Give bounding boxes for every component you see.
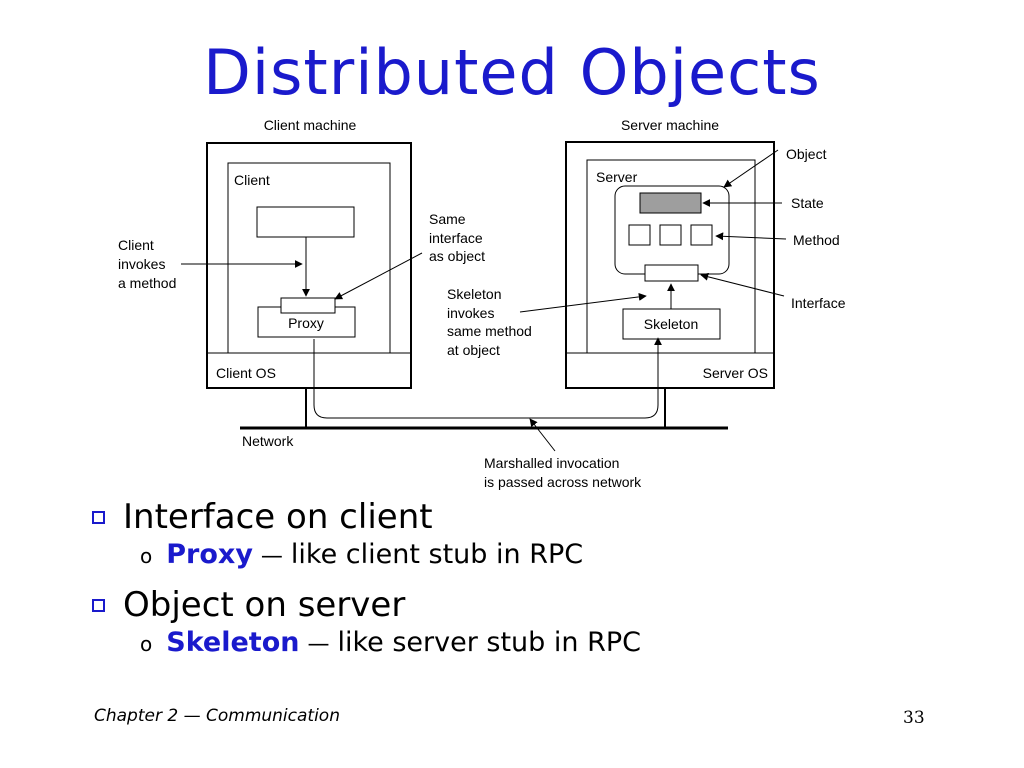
client-invokes-line-2: invokes xyxy=(118,256,165,272)
client-invokes-line-3: a method xyxy=(118,275,176,291)
bullet-list: Interface on client o Proxy — like clien… xyxy=(92,495,641,671)
skeleton-invokes-line-4: at object xyxy=(447,342,500,358)
marshalled-line-2: is passed across network xyxy=(484,474,642,490)
em-dash: — xyxy=(307,632,330,657)
client-code-box xyxy=(256,206,355,238)
state-box xyxy=(639,192,702,214)
em-dash: — xyxy=(260,544,283,569)
interface-callout-arrow xyxy=(700,272,785,297)
network-label: Network xyxy=(242,433,294,449)
client-label: Client xyxy=(234,172,270,188)
skeleton-term: Skeleton xyxy=(166,627,300,658)
object-interface-box xyxy=(644,264,699,282)
client-machine-label: Client machine xyxy=(264,117,357,133)
square-bullet-icon xyxy=(92,598,105,612)
proxy-label: Proxy xyxy=(288,315,324,331)
circle-bullet-icon: o xyxy=(140,544,153,568)
object-callout-label: Object xyxy=(786,146,827,162)
invocation-path-arrow xyxy=(313,337,662,419)
skeleton-invokes-line-2: invokes xyxy=(447,305,494,321)
footer-chapter: Chapter 2 — Communication xyxy=(94,706,340,726)
same-interface-line-3: as object xyxy=(429,248,485,264)
bullet-object-on-server: Object on server xyxy=(92,583,641,627)
sub-bullet-skeleton: o Skeleton — like server stub in RPC xyxy=(140,627,641,671)
bullet-text: Interface on client xyxy=(123,497,433,537)
server-machine-box xyxy=(565,141,775,389)
page-number: 33 xyxy=(903,708,925,728)
marshalled-line-1: Marshalled invocation xyxy=(484,455,619,471)
skeleton-invokes-line-3: same method xyxy=(447,323,532,339)
slide-title: Distributed Objects xyxy=(203,36,821,109)
method-box-3 xyxy=(690,224,713,246)
same-interface-line-2: interface xyxy=(429,230,483,246)
client-os-label: Client OS xyxy=(216,365,276,381)
skeleton-invokes-line-1: Skeleton xyxy=(447,286,501,302)
method-callout-arrow xyxy=(715,232,787,241)
circle-bullet-icon: o xyxy=(140,632,153,656)
sub-bullet-proxy: o Proxy — like client stub in RPC xyxy=(140,539,641,583)
distributed-objects-diagram: Client machine Client Proxy Client OS Se… xyxy=(118,117,846,490)
skeleton-box xyxy=(622,308,721,340)
square-bullet-icon xyxy=(92,510,105,524)
proxy-term: Proxy xyxy=(166,539,253,570)
server-os-label: Server OS xyxy=(703,365,768,381)
method-box-1 xyxy=(628,224,651,246)
state-callout-label: State xyxy=(791,195,824,211)
client-invokes-line-1: Client xyxy=(118,237,154,253)
same-interface-line-1: Same xyxy=(429,211,466,227)
method-box-2 xyxy=(659,224,682,246)
sub-bullet-text: like client stub in RPC xyxy=(290,539,584,570)
method-callout-label: Method xyxy=(793,232,840,248)
sub-bullet-text: like server stub in RPC xyxy=(337,627,641,658)
client-machine-box xyxy=(206,142,412,389)
server-label: Server xyxy=(596,169,638,185)
proxy-interface-box xyxy=(280,297,336,314)
skeleton-invokes-arrow xyxy=(519,292,647,313)
skeleton-label: Skeleton xyxy=(644,316,698,332)
interface-callout-label: Interface xyxy=(791,295,846,311)
object-callout-arrow xyxy=(723,149,779,188)
bullet-text: Object on server xyxy=(123,585,406,625)
same-interface-arrow xyxy=(334,252,423,300)
marshalled-arrow xyxy=(529,418,556,452)
server-machine-label: Server machine xyxy=(621,117,719,133)
bullet-interface-on-client: Interface on client xyxy=(92,495,641,539)
